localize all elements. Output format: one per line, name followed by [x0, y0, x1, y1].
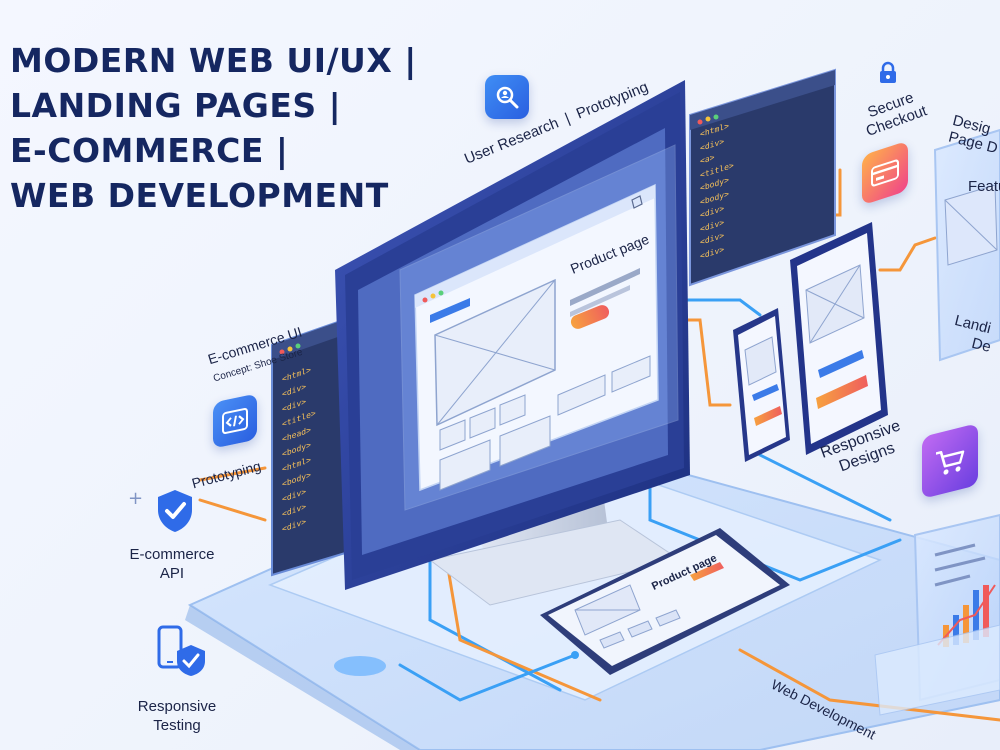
- ecommerce-api-line-2: API: [159, 565, 185, 582]
- credit-card-icon: [862, 140, 908, 206]
- title-line-1: MODERN WEB UI/UX |: [10, 41, 417, 80]
- shield-check-icon: [155, 488, 195, 534]
- small-phone: [733, 308, 790, 462]
- top-code-text: <html> <div> <a> <title> <body> <body> <…: [700, 118, 734, 263]
- bottom-glass-tile: [874, 624, 1000, 716]
- feature-label: Featu: [968, 178, 1000, 195]
- ecommerce-api-line-1: E-commerce: [129, 546, 215, 563]
- lock-icon: [878, 61, 898, 84]
- shopping-cart-icon: [922, 423, 978, 499]
- top-code-panel: [689, 68, 836, 287]
- title-line-4: WEB DEVELOPMENT: [10, 176, 389, 215]
- responsive-testing-label: Responsive Testing: [125, 697, 229, 735]
- monitor: [335, 80, 690, 606]
- user-research-icon: [485, 75, 529, 119]
- ecommerce-api-label: E-commerce API: [124, 545, 220, 583]
- page-title: MODERN WEB UI/UX | LANDING PAGES | E-COM…: [10, 38, 480, 218]
- title-line-3: E-COMMERCE |: [10, 131, 289, 170]
- responsive-testing-line-1: Responsive: [137, 698, 217, 715]
- large-phone: [790, 222, 888, 455]
- plus-icon: +: [128, 488, 144, 509]
- responsive-testing-line-2: Testing: [153, 717, 201, 734]
- design-panel: [933, 128, 1000, 362]
- responsive-testing-icon: [155, 625, 207, 677]
- left-code-text: <html> <div> <div> <title> <head> <body>…: [282, 360, 316, 537]
- tablet: [540, 528, 790, 675]
- title-line-2: LANDING PAGES |: [10, 86, 342, 125]
- code-icon: [213, 393, 257, 449]
